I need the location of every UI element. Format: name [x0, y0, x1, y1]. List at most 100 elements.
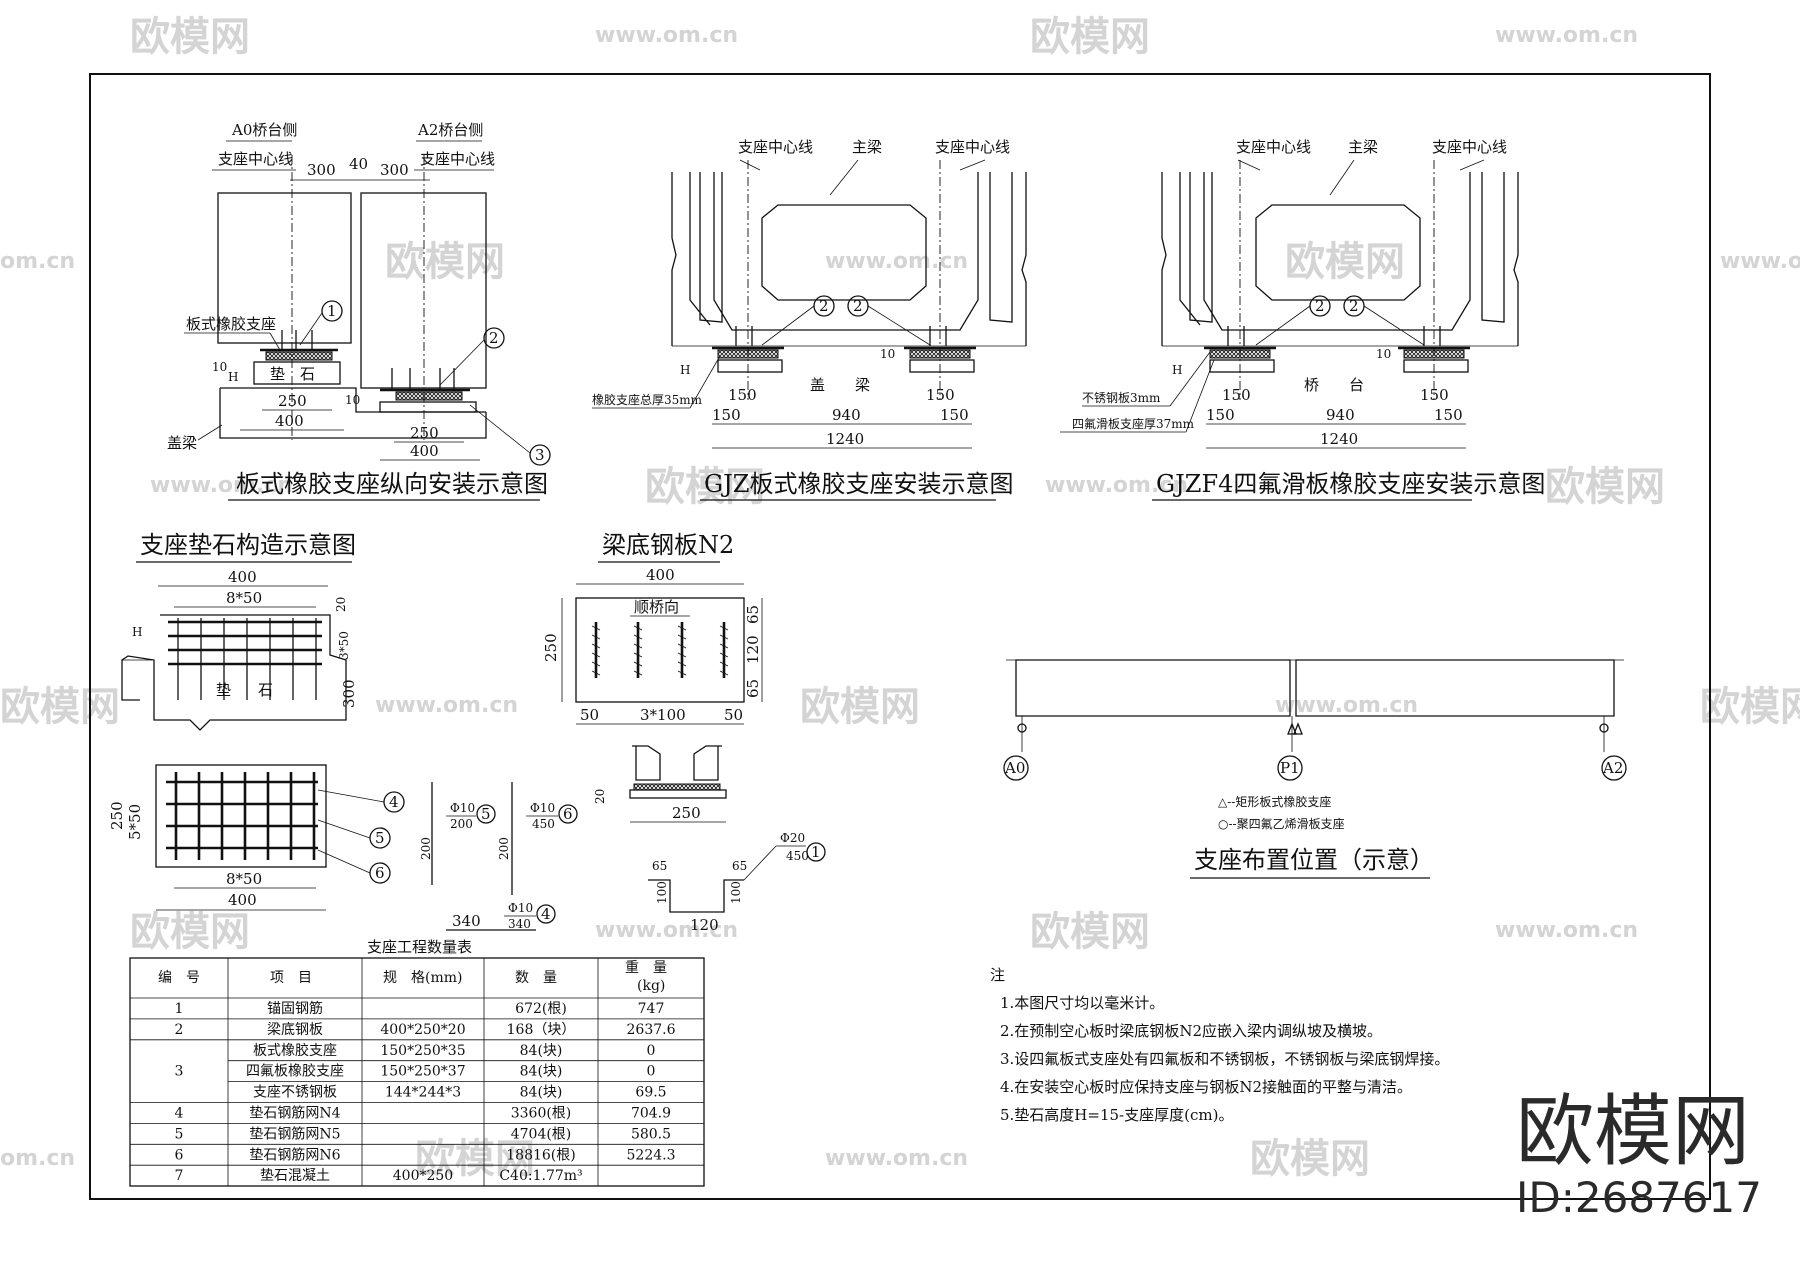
n6-height: 200 — [497, 837, 511, 860]
table-cell-weight: 0 — [647, 1064, 656, 1080]
watermark-domain: www.om.cn — [595, 918, 738, 943]
note-item: 3.设四氟板式支座处有四氟板和不锈钢板，不锈钢板与梁底钢焊接。 — [1000, 1050, 1449, 1068]
header-weight: 重 量 — [625, 960, 667, 976]
axis-a0: A0 — [1004, 759, 1025, 777]
center-line-label: 支座中心线 — [935, 138, 1010, 156]
brand-logo: 欧模网 — [1516, 1087, 1750, 1177]
watermark-brand: 欧模网 — [1250, 1136, 1370, 1182]
dim-400: 400 — [228, 568, 257, 586]
watermark-brand: 欧模网 — [1545, 464, 1665, 510]
table-cell-weight: 747 — [638, 1001, 665, 1017]
anchor-number: 1 — [811, 843, 821, 861]
center-line-label: 支座中心线 — [1236, 138, 1311, 156]
watermark-domain: www.om.cn — [150, 473, 293, 498]
table-cell-quantity: 84(块) — [520, 1043, 563, 1059]
watermark-brand: 欧模网 — [130, 909, 250, 955]
dim-150: 150 — [728, 386, 757, 404]
dim-1240: 1240 — [1320, 430, 1358, 448]
longitudinal-install-diagram: A0桥台侧 支座中心线 A2桥台侧 支座中心线 300 40 300 垫 石 板… — [167, 121, 551, 501]
dim-400: 400 — [228, 891, 257, 909]
weld-mark — [591, 661, 601, 667]
note-item: 5.垫石高度H=15-支座厚度(cm)。 — [1000, 1106, 1233, 1124]
dim-150: 150 — [926, 386, 955, 404]
table-cell-item: 支座不锈钢板 — [253, 1085, 337, 1101]
table-cell-spec: 144*244*3 — [385, 1085, 461, 1101]
dim-400: 400 — [646, 566, 675, 584]
table-cell-weight: 69.5 — [635, 1085, 666, 1101]
table-cell-item: 垫石混凝土 — [260, 1168, 330, 1184]
weld-mark — [719, 670, 729, 676]
header-item: 项 目 — [270, 970, 312, 986]
dim-50: 50 — [580, 706, 599, 724]
dim-250: 250 — [278, 392, 307, 410]
watermark-domain: www.om.cn — [1720, 249, 1800, 274]
table-cell-number: 4 — [175, 1106, 184, 1122]
gjzf4-install-diagram: 支座中心线 主梁 支座中心线 2 2 H 10 不锈钢板3mm 四氟滑板支座厚3… — [1060, 138, 1545, 501]
dim-65: 65 — [744, 679, 762, 698]
gjz-install-diagram: 支座中心线 主梁 支座中心线 2 2 H 10 橡胶支座总厚35mm 盖 梁 — [592, 138, 1027, 501]
section-title: 支座垫石构造示意图 — [140, 531, 356, 559]
table-cell-number: 3 — [175, 1064, 184, 1080]
dim-h: H — [1172, 363, 1182, 377]
bearing-label: 板式橡胶支座 — [186, 315, 276, 333]
axis-p1: P1 — [1280, 759, 1300, 777]
note-item: 1.本图尺寸均以毫米计。 — [1000, 994, 1164, 1012]
weld-mark — [633, 652, 643, 658]
weld-mark — [677, 670, 687, 676]
dim-150: 150 — [1206, 406, 1235, 424]
center-line-label: 支座中心线 — [420, 150, 495, 168]
dim-10: 10 — [345, 393, 360, 407]
callout-2: 2 — [489, 329, 499, 347]
dim-65: 65 — [732, 859, 747, 873]
dim-8x50: 8*50 — [226, 870, 262, 888]
table-cell-quantity: 672(根) — [515, 1001, 567, 1017]
weld-mark — [591, 634, 601, 640]
header-qty: 数 量 — [515, 970, 557, 986]
notes: 注 1.本图尺寸均以毫米计。 2.在预制空心板时梁底钢板N2应嵌入梁内调纵坡及横… — [990, 966, 1449, 1124]
watermark-domain: www.om.cn — [595, 23, 738, 48]
dim-150: 150 — [1222, 386, 1251, 404]
a2-side-label: A2桥台侧 — [417, 121, 483, 139]
watermark-domain: www.om.cn — [375, 693, 518, 718]
header-weight-unit: (kg) — [637, 978, 665, 994]
dim-10: 10 — [1376, 347, 1391, 361]
weld-mark — [677, 634, 687, 640]
table-cell-item: 梁底钢板 — [267, 1022, 323, 1038]
dim-250: 250 — [672, 804, 701, 822]
weld-mark — [677, 652, 687, 658]
watermark-brand: 欧模网 — [800, 684, 920, 730]
n4-dia: Φ10 — [508, 901, 533, 915]
table-cell-weight: 2637.6 — [627, 1022, 676, 1038]
center-line-label: 支座中心线 — [218, 150, 293, 168]
weld-mark — [591, 652, 601, 658]
watermark-domain: www.om.cn — [1275, 693, 1418, 718]
ptfe-note: 四氟滑板支座厚37mm — [1072, 416, 1195, 431]
weld-mark — [719, 643, 729, 649]
table-cell-spec: 400*250*20 — [380, 1022, 465, 1038]
dim-65: 65 — [652, 859, 667, 873]
table-cell-spec: 150*250*35 — [380, 1043, 465, 1059]
callout-2: 2 — [1315, 297, 1325, 315]
table-cell-spec: 400*250 — [393, 1168, 453, 1184]
dim-20: 20 — [334, 597, 348, 612]
weld-mark — [591, 643, 601, 649]
dim-150: 150 — [1434, 406, 1463, 424]
watermark-layer: 欧模网 www.om.cn 欧模网 www.om.cn om.cn 欧模网 ww… — [0, 14, 1800, 1182]
n5-height: 200 — [419, 837, 433, 860]
table-cell-item: 锚固钢筋 — [267, 1000, 323, 1017]
table-cell-quantity: 84(块) — [520, 1085, 563, 1101]
dim-250: 250 — [410, 424, 439, 442]
callout-4: 4 — [389, 793, 399, 811]
table-cell-quantity: 84(块) — [520, 1064, 563, 1080]
header-no: 编 号 — [158, 970, 200, 986]
section-title: GJZF4四氟滑板橡胶支座安装示意图 — [1156, 470, 1545, 498]
anchor-dia: Φ20 — [780, 831, 805, 845]
weld-mark — [633, 643, 643, 649]
legend-circle: ○--聚四氟乙烯滑板支座 — [1218, 816, 1345, 831]
center-line-label: 支座中心线 — [1432, 138, 1507, 156]
table-cell-number: 6 — [175, 1147, 184, 1163]
steel-plate-note: 不锈钢板3mm — [1082, 391, 1161, 405]
table-cell-item: 垫石钢筋网N4 — [249, 1105, 340, 1122]
weld-mark — [591, 625, 601, 631]
